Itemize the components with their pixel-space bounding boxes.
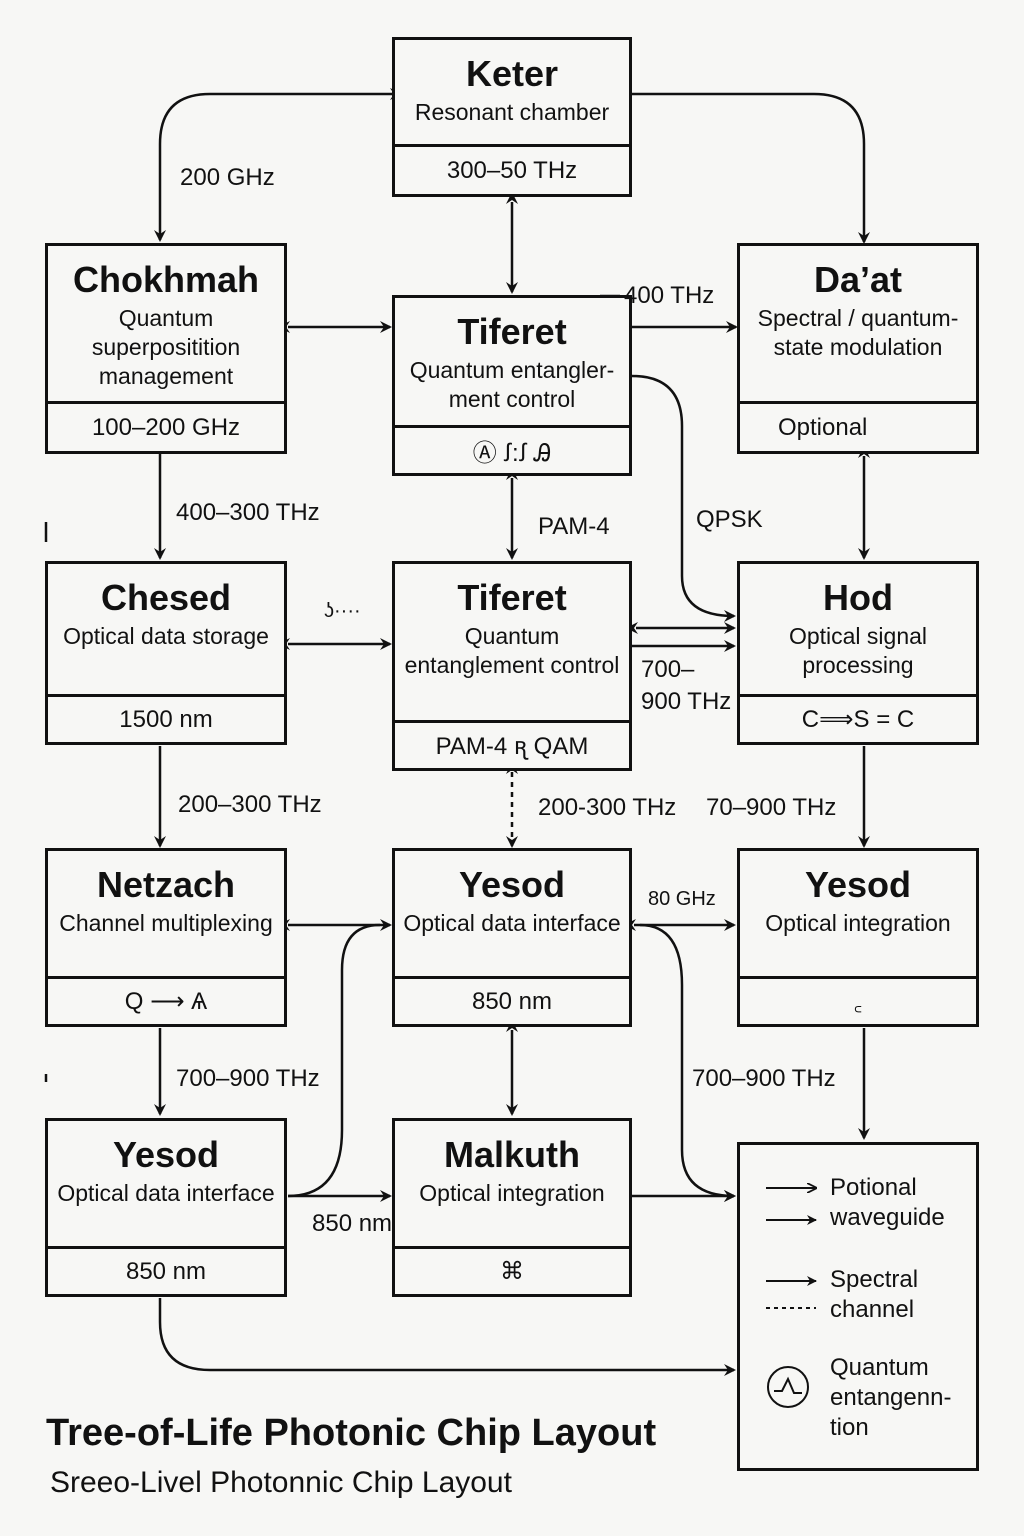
node-tiferet-mid: Tiferet Quantum entanglement control PAM… — [392, 561, 632, 771]
node-keter: Keter Resonant chamber 300–50 THz — [392, 37, 632, 197]
node-chesed: Chesed Optical data storage 1500 nm — [45, 561, 287, 745]
node-desc: Optical data interface — [57, 1180, 275, 1206]
node-title: Tiferet — [457, 577, 567, 618]
label-400-300thz: 400–300 THz — [176, 499, 320, 526]
node-desc: Quantum entanglement control — [404, 623, 620, 678]
node-title: Yesod — [112, 1134, 220, 1175]
label-70-900thz: 70–900 THz — [706, 794, 837, 821]
label-80ghz: 80 GHz — [648, 888, 716, 910]
node-foot: 850 nm — [395, 976, 629, 1024]
node-desc: Spectral / quantum-state modulation — [757, 305, 959, 360]
node-title: Yesod — [458, 864, 566, 905]
node-foot: PAM-4 ꭆ QAM — [395, 720, 629, 768]
node-desc: Optical signal processing — [788, 623, 928, 678]
node-desc: Optical data storage — [63, 623, 269, 649]
node-desc: Optical data interface — [403, 910, 621, 936]
node-title: Da’at — [813, 259, 903, 300]
node-foot: 100–200 GHz — [48, 401, 284, 451]
legend-arrow-icons — [766, 1145, 817, 1408]
node-foot: Optional — [740, 401, 976, 451]
node-desc: Resonant chamber — [414, 99, 610, 125]
node-foot-icon: ⌘ — [395, 1246, 629, 1294]
edge-yesodleft-legend — [158, 1298, 736, 1376]
node-title: Malkuth — [443, 1134, 580, 1175]
node-malkuth: Malkuth Optical integration ⌘ — [392, 1118, 632, 1297]
edge-yesodmid-legend — [639, 923, 736, 1202]
node-title: Yesod — [804, 864, 912, 905]
edge-keter-chokhmah — [154, 88, 402, 242]
legend-waveguide-label: Potional waveguide — [830, 1174, 945, 1231]
node-yesod-left: Yesod Optical data interface 850 nm — [45, 1118, 287, 1297]
node-foot-icons: Ⓐ ꭍ:ꭍ Ꭿ — [395, 425, 629, 473]
node-desc: Quantum superpositition management — [91, 305, 241, 389]
node-desc: Channel multiplexing — [59, 910, 273, 936]
node-chokhmah: Chokhmah Quantum superpositition managem… — [45, 243, 287, 454]
node-foot: 1500 nm — [48, 694, 284, 742]
node-yesod-mid: Yesod Optical data interface 850 nm — [392, 848, 632, 1027]
label-pam4: PAM-4 — [538, 513, 610, 540]
node-desc: Optical integration — [765, 910, 951, 936]
label-700-900thz-right: 700–900 THz — [692, 1065, 836, 1092]
node-title: Tiferet — [457, 311, 567, 352]
node-desc: Optical integration — [419, 1180, 605, 1206]
label-squiggle: ʖ···· — [324, 600, 361, 622]
node-desc: Quantum entangler-ment control — [409, 357, 615, 412]
node-hod: Hod Optical signal processing C⟹S = C — [737, 561, 979, 745]
label-qpsk: QPSK — [696, 506, 763, 533]
label-700-900thz-hod: 700– 900 THz — [641, 656, 732, 715]
node-foot: Q ⟶ Ѧ — [48, 976, 284, 1024]
legend-spectral-label: Spectral channel — [830, 1266, 919, 1323]
label-400thz: 400 THz — [624, 282, 715, 309]
page-subtitle: Sreeo-Livel Photonnic Chip Layout — [50, 1466, 512, 1499]
label-850nm: 850 nm — [312, 1210, 393, 1237]
label-700-900thz-left: 700–900 THz — [176, 1065, 320, 1092]
node-title: Keter — [465, 53, 559, 94]
node-netzach: Netzach Channel multiplexing Q ⟶ Ѧ — [45, 848, 287, 1027]
edge-tiferet-hod — [631, 374, 736, 622]
label-200-300thz-mid: 200-300 THz — [538, 794, 677, 821]
node-title: Chokhmah — [72, 259, 259, 300]
label-200-300thz-left: 200–300 THz — [178, 791, 322, 818]
node-foot: 300–50 THz — [395, 144, 629, 194]
legend-entanglement-label: Quantum entangenn-tion — [830, 1354, 952, 1441]
legend-box: Potional waveguide Spectral channel Quan… — [737, 1142, 979, 1471]
label-200ghz: 200 GHz — [180, 164, 275, 191]
node-title: Netzach — [96, 864, 236, 905]
node-foot: 850 nm — [48, 1246, 284, 1294]
node-foot: C⟹S = C — [740, 694, 976, 742]
edge-yesodleft-yesodmid — [287, 923, 381, 1198]
edge-keter-daat — [632, 92, 870, 244]
node-daat: Da’at Spectral / quantum-state modulatio… — [737, 243, 979, 454]
node-title: Chesed — [100, 577, 232, 618]
node-title: Hod — [823, 577, 893, 618]
node-tiferet-top: Tiferet Quantum entangler-ment control Ⓐ… — [392, 295, 632, 476]
node-yesod-right: Yesod Optical integration ꜀ — [737, 848, 979, 1027]
page-title: Tree-of-Life Photonic Chip Layout — [46, 1412, 657, 1454]
node-foot-icon: ꜀ — [740, 976, 976, 1024]
